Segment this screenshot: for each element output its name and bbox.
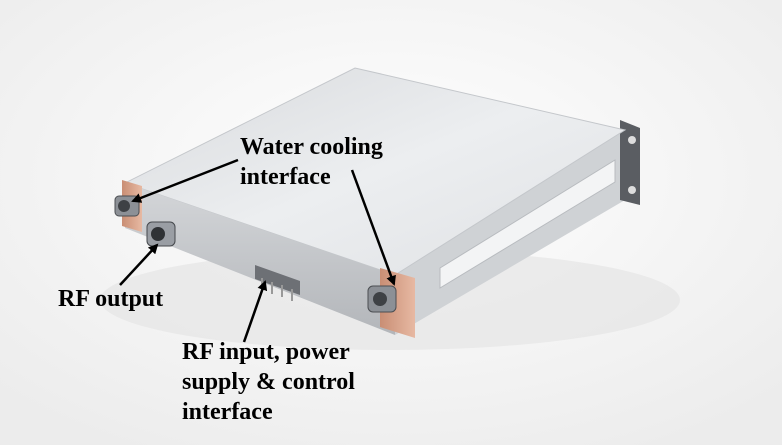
label-line: Water cooling <box>240 134 383 160</box>
label-line: RF input, power <box>182 339 350 365</box>
rf-output-connector <box>146 221 176 247</box>
label-line: interface <box>240 164 331 190</box>
label-rf-input: RF input, power supply & control interfa… <box>182 337 355 427</box>
multi-pin-connector <box>255 265 300 301</box>
front-face <box>125 183 395 335</box>
label-line: interface <box>182 399 273 425</box>
arrow-water-right <box>350 169 396 286</box>
label-line: supply & control <box>182 369 355 395</box>
arrow-rf-output <box>119 243 159 286</box>
water-connector-right <box>367 285 397 313</box>
label-rf-output: RF output <box>58 286 164 312</box>
arrow-rf-input <box>242 280 268 343</box>
side-rail <box>439 159 616 289</box>
top-face <box>123 67 627 276</box>
label-water-cooling: Water cooling interface <box>240 132 383 192</box>
arrow-water-left <box>131 158 239 203</box>
